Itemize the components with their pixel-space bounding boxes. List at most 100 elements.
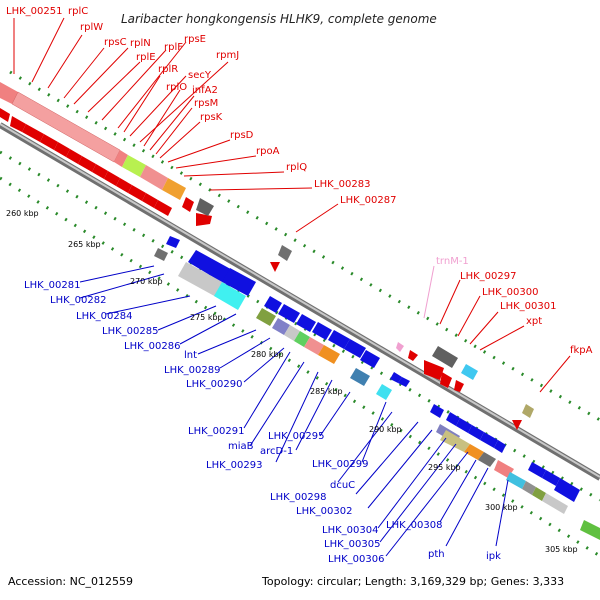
gene-label: xpt — [526, 316, 542, 327]
gene-label: rplC — [68, 6, 88, 17]
tick-label: 265 kbp — [68, 240, 101, 249]
forward-gene-arrow — [154, 200, 172, 216]
gene-block — [0, 82, 18, 104]
reverse-gene-arrow — [328, 330, 350, 349]
left-gene-labels: LHK_00281 LHK_00282 LHK_00284 LHK_00285 … — [24, 280, 242, 390]
reverse-gene-arrow — [398, 377, 410, 387]
gene-block — [154, 248, 168, 261]
gene-label: LHK_00284 — [76, 311, 132, 322]
reverse-arrow-track — [166, 236, 580, 502]
reverse-gene-arrow — [390, 372, 402, 383]
gene-block — [532, 487, 546, 501]
top-gene-labels: LHK_00251 rplC rplW rpsC rplN rplE rplF … — [6, 6, 396, 206]
position-ticks: 260 kbp 265 kbp 270 kbp 275 kbp 280 kbp … — [6, 209, 578, 554]
gene-block — [522, 481, 536, 495]
gene-label: LHK_00283 — [314, 179, 370, 190]
gene-label: dcuC — [330, 480, 355, 491]
reverse-gene-arrow — [480, 432, 498, 448]
label-leaders-top — [13, 17, 339, 233]
gene-label: rpsM — [194, 98, 218, 109]
gene-block — [256, 308, 276, 326]
topology-summary: Topology: circular; Length: 3,169,329 bp… — [261, 575, 564, 588]
gene-block — [376, 384, 392, 400]
forward-gene-arrow — [116, 178, 132, 193]
gene-label: LHK_00289 — [164, 365, 220, 376]
reverse-gene-arrow — [222, 268, 256, 296]
reverse-box-features — [154, 248, 392, 400]
tick-label: 305 kbp — [545, 545, 578, 554]
gene-block — [284, 325, 300, 341]
reverse-gene-arrow — [312, 322, 332, 340]
gene-label: rplW — [80, 22, 103, 33]
reverse-gene-arrow — [430, 404, 444, 418]
gene-label: LHK_00306 — [328, 554, 384, 565]
gene-block — [272, 318, 290, 335]
accession-label: Accession: NC_012559 — [8, 575, 133, 588]
lhk-00297-arrow — [424, 360, 444, 380]
gene-label: lnt — [184, 350, 197, 361]
bottom-gene-labels: LHK_00291 miaB LHK_00293 arcD-1 LHK_0029… — [188, 426, 501, 565]
gene-label: pth — [428, 549, 445, 560]
gene-label: rpsC — [104, 37, 127, 48]
reverse-gene-arrow — [296, 314, 316, 332]
reverse-gene-arrow — [554, 478, 580, 502]
gene-block — [178, 262, 226, 298]
reverse-gene-arrow — [446, 412, 460, 426]
gene-label: LHK_00281 — [24, 280, 80, 291]
forward-gene-arrow — [22, 124, 44, 142]
gene-block — [278, 245, 292, 261]
gene-label: rpmJ — [216, 50, 239, 61]
gene-label: rplE — [136, 52, 156, 63]
lhk-00287-arrow — [270, 262, 280, 272]
forward-gene-arrow — [142, 193, 158, 208]
gene-label: LHK_00305 — [324, 539, 380, 550]
gene-label: ipk — [486, 551, 501, 562]
forward-gene-arrow — [440, 372, 452, 388]
reverse-gene-arrow — [188, 250, 236, 286]
gene-label: LHK_00251 — [6, 6, 62, 17]
tick-label: 295 kbp — [428, 463, 461, 472]
gene-label: rpsD — [230, 130, 254, 141]
reverse-gene-arrow — [166, 236, 180, 248]
gene-block — [294, 331, 310, 347]
tick-label: 280 kbp — [251, 350, 284, 359]
tick-label: 270 kbp — [130, 277, 163, 286]
gene-label: LHK_00282 — [50, 295, 106, 306]
right-gene-labels: trnM-1 LHK_00297 LHK_00300 LHK_00301 xpt… — [436, 256, 593, 356]
forward-gene-arrow — [54, 142, 70, 157]
trna-block — [396, 342, 404, 352]
gene-block — [440, 430, 470, 452]
label-leaders-bottom — [243, 351, 509, 557]
gene-block — [522, 404, 534, 418]
gene-label: LHK_00285 — [102, 326, 158, 337]
gene-label: LHK_00300 — [482, 287, 538, 298]
tick-label: 260 kbp — [6, 209, 39, 218]
forward-arrow-track — [0, 108, 522, 430]
gene-label: miaB — [228, 441, 254, 452]
dotted-guide-tracks — [0, 70, 600, 558]
reverse-box-features-right — [436, 424, 600, 540]
gene-block — [494, 460, 514, 478]
gene-block — [464, 444, 484, 460]
gene-label: rplQ — [286, 162, 307, 173]
label-leaders-right — [423, 265, 571, 393]
gene-label: LHK_00302 — [296, 506, 352, 517]
gene-label: LHK_00295 — [268, 431, 324, 442]
forward-box-features — [196, 198, 534, 418]
reverse-gene-arrow — [456, 418, 472, 433]
gene-block — [140, 165, 168, 190]
label-leaders-left — [79, 265, 285, 383]
gene-label: LHK_00301 — [500, 301, 556, 312]
gene-label: fkpA — [570, 345, 593, 356]
tick-label: 300 kbp — [485, 503, 518, 512]
xpt-arrow — [512, 420, 522, 430]
gene-block — [304, 337, 324, 355]
gene-label: rpoA — [256, 146, 280, 157]
gene-label: infA2 — [192, 85, 218, 96]
gene-label: rplN — [130, 38, 151, 49]
gene-block — [432, 346, 458, 368]
trna-label: trnM-1 — [436, 256, 469, 267]
tick-label: 275 kbp — [190, 313, 223, 322]
gene-label: LHK_00297 — [460, 271, 516, 282]
